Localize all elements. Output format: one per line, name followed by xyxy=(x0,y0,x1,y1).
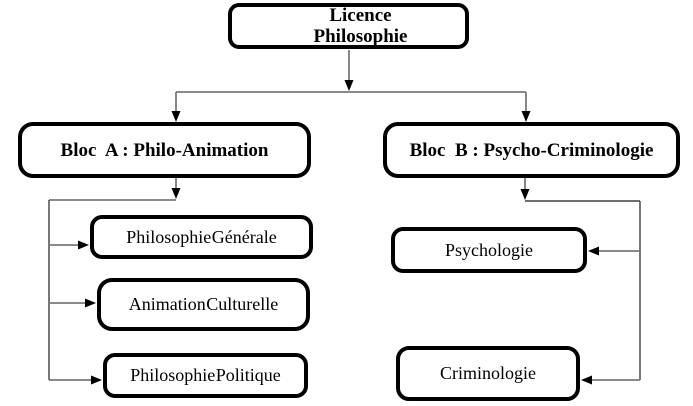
arrowhead-root-down xyxy=(344,80,354,91)
node-criminologie: Criminologie xyxy=(396,346,580,401)
node-philosophie-generale-label: Philosophie Générale xyxy=(126,226,277,247)
arrowhead-philosophie-politique xyxy=(91,375,102,385)
arrowhead-psychologie xyxy=(588,246,599,256)
node-philosophie-generale: Philosophie Générale xyxy=(90,215,313,259)
node-bloc-a-philo-animation: Bloc A : Philo-Animation xyxy=(18,122,311,178)
node-bloc-b-psycho-criminologie: Bloc B : Psycho-Criminologie xyxy=(383,122,680,178)
arrowhead-bloc-a-down xyxy=(171,188,181,199)
arrowhead-philosophie-generale xyxy=(78,240,89,250)
node-bloc-b-label: Bloc B : Psycho-Criminologie xyxy=(409,139,654,161)
arrowhead-bloc-b-down xyxy=(520,189,530,200)
node-licence-philosophie-label: Licence Philosophie xyxy=(313,5,408,47)
arrowhead-animation-culturelle xyxy=(85,298,96,308)
node-philosophie-politique-label: Philosophie Politique xyxy=(130,365,281,385)
node-psychologie-label: Psychologie xyxy=(445,239,533,260)
node-criminologie-label: Criminologie xyxy=(440,363,536,383)
node-bloc-a-label: Bloc A : Philo-Animation xyxy=(60,139,269,161)
node-psychologie: Psychologie xyxy=(391,227,587,273)
arrowhead-criminologie xyxy=(581,375,592,385)
arrowhead-bloc-b xyxy=(521,111,531,122)
node-licence-philosophie: Licence Philosophie xyxy=(228,3,469,49)
node-animation-culturelle-label: Animation Culturelle xyxy=(128,294,279,314)
arrowhead-bloc-a xyxy=(171,111,181,122)
node-philosophie-politique: Philosophie Politique xyxy=(103,353,308,398)
node-animation-culturelle: Animation Culturelle xyxy=(97,278,310,331)
